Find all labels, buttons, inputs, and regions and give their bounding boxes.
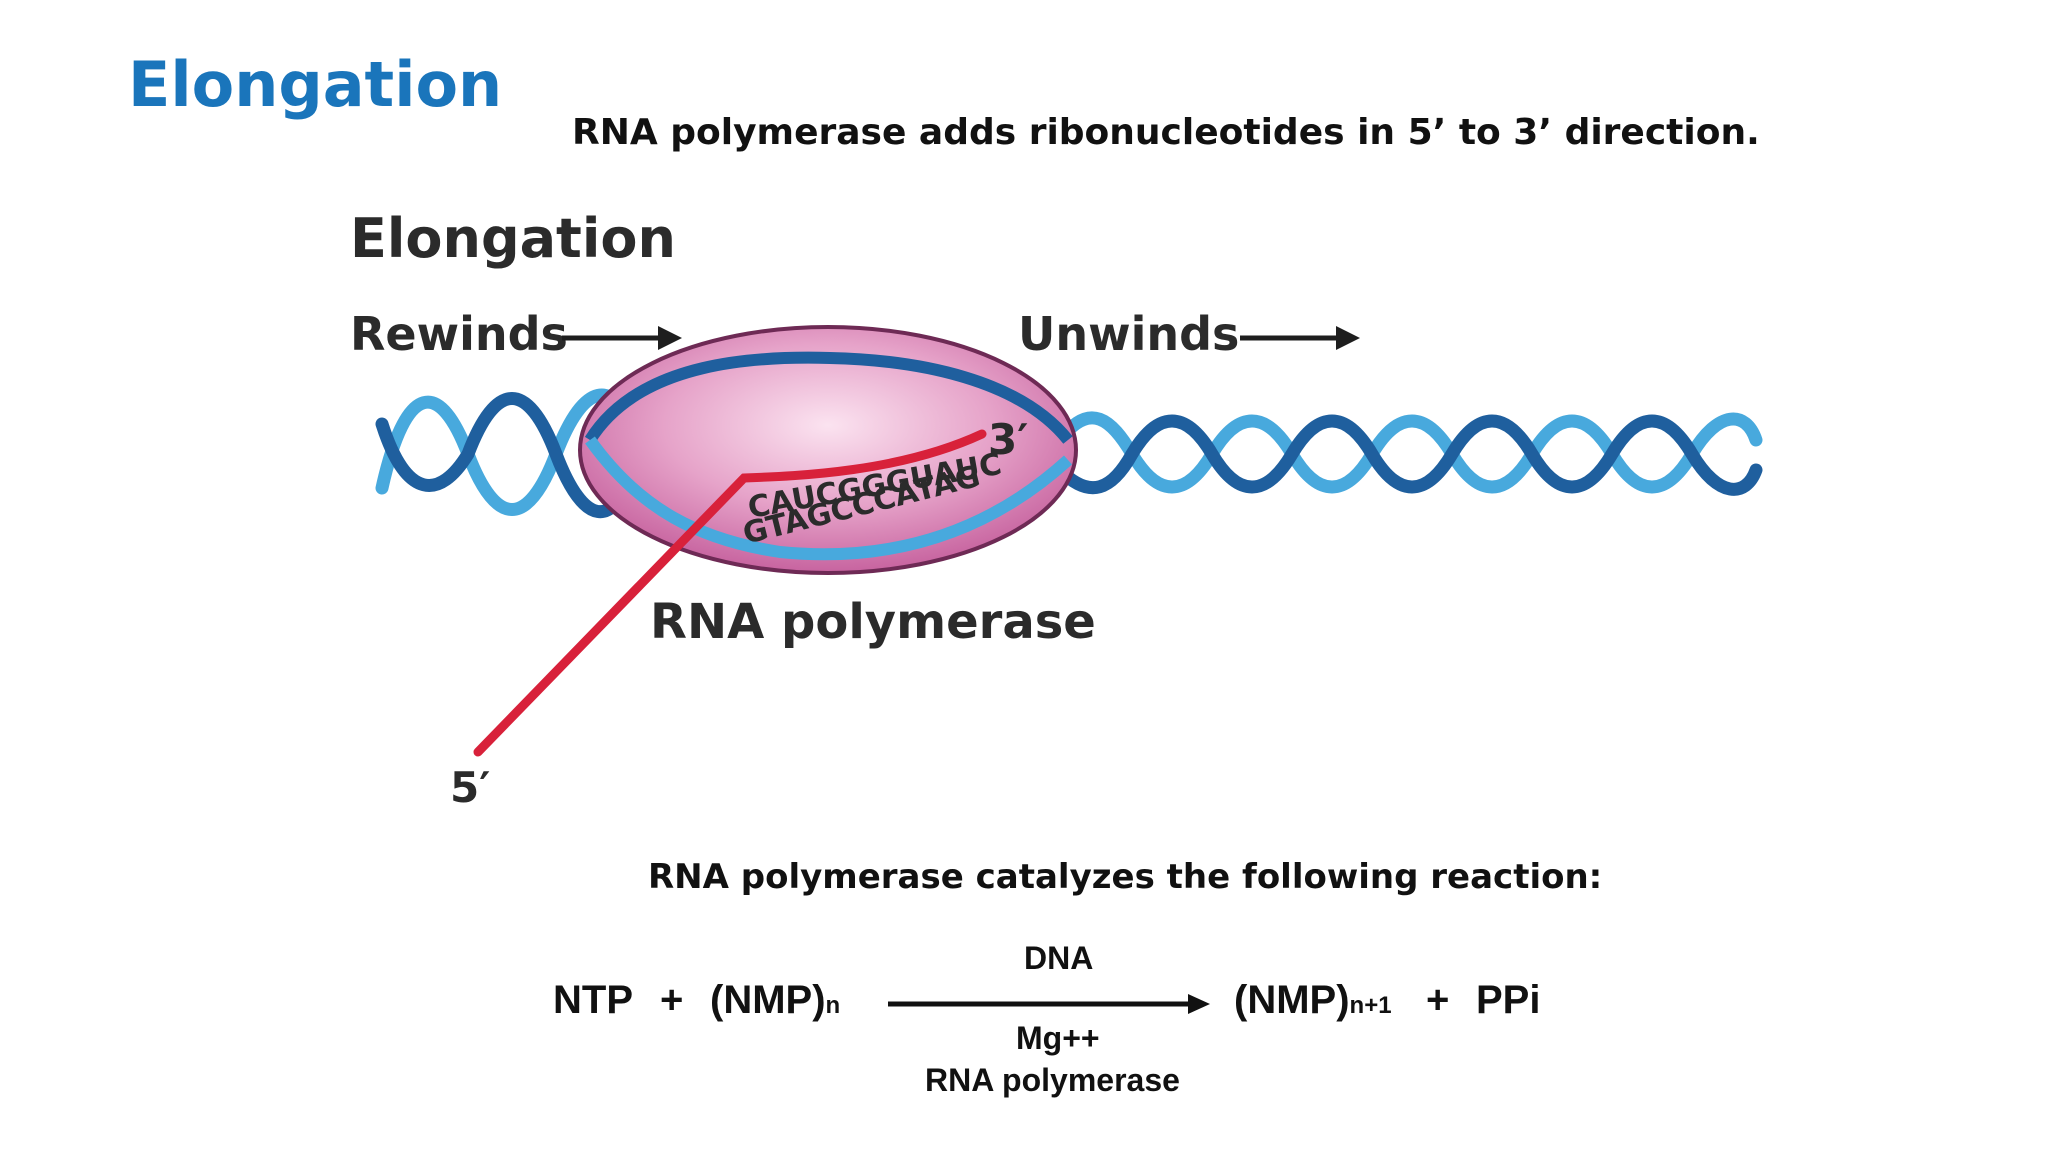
product-nmp: (NMP)n+1 [1234,978,1392,1023]
rna-polymerase-bubble [578,325,1078,575]
arrow-label-mg: Mg++ [1016,1020,1100,1056]
reactant-ntp: NTP [553,978,633,1022]
unwinds-arrow [1240,326,1360,350]
rewinds-label: Rewinds [350,307,568,361]
slide-title: Elongation [128,48,503,121]
dna-template-strand-top [584,351,1073,444]
plus-sign-2: + [1426,978,1450,1022]
figure-heading: Elongation [350,207,676,270]
rna-polymerase-label: RNA polymerase [650,594,1096,650]
unwinds-label: Unwinds [1018,307,1239,361]
rna-3-prime-label: 3′ [988,415,1028,464]
rna-5-prime-label: 5′ [450,763,490,812]
dna-template-strand-bottom [585,436,1073,561]
arrow-label-enzyme: RNA polymerase [925,1062,1180,1098]
reaction-intro: RNA polymerase catalyzes the following r… [648,857,1603,897]
dna-helix-right [1053,411,1763,496]
reactant-nmp: (NMP)n [710,978,840,1023]
product-ppi: PPi [1476,978,1541,1022]
arrow-label-dna: DNA [1024,940,1094,976]
dna-helix-left [375,388,639,518]
rna-transcript [473,429,987,757]
reactant-nmp-text: (NMP) [710,978,826,1022]
plus-sign-1: + [660,978,684,1022]
slide-subtitle: RNA polymerase adds ribonucleotides in 5… [572,112,1760,153]
reactant-nmp-subscript: n [825,992,841,1019]
reaction-arrow [888,994,1210,1014]
product-nmp-subscript: n+1 [1349,992,1392,1019]
rewinds-arrow [562,326,682,350]
product-nmp-text: (NMP) [1234,978,1350,1022]
